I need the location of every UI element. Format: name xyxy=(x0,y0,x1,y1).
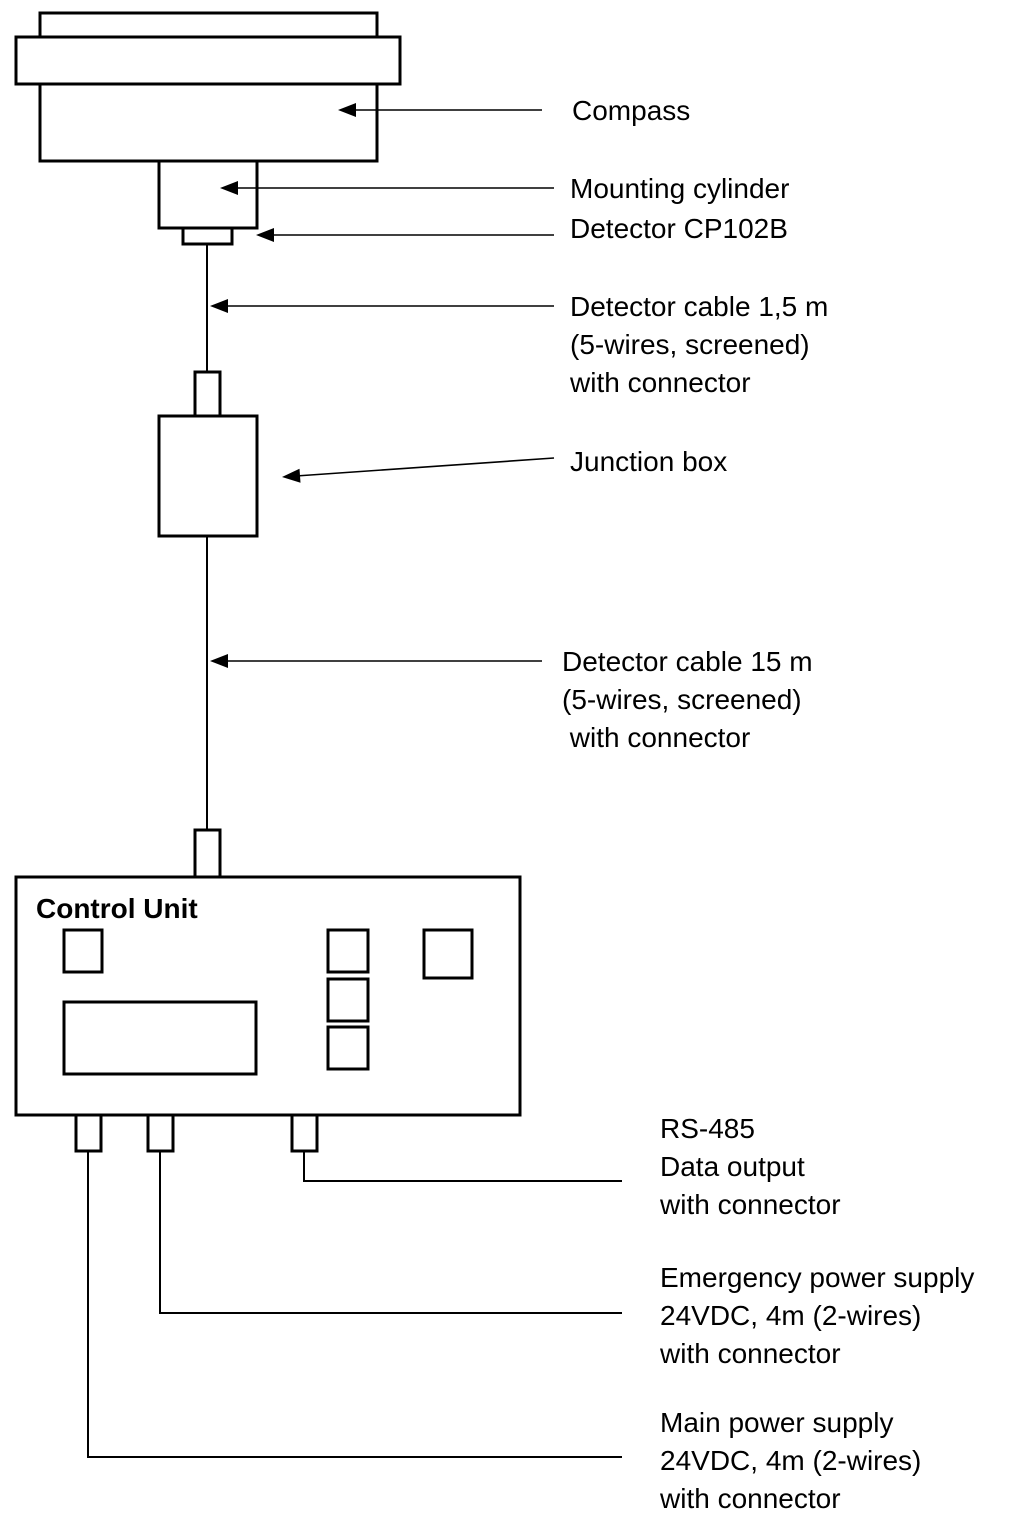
control-unit-button-left xyxy=(62,928,104,974)
detector-label: Detector CP102B xyxy=(570,213,788,244)
cable-connector-lower xyxy=(193,828,222,879)
control-unit-button-3 xyxy=(326,1025,370,1071)
detector-cable-long-label: Detector cable 15 m (5-wires, screened) … xyxy=(562,646,851,753)
detector-cable-short-line-2: (5-wires, screened) xyxy=(570,329,810,360)
compass-label: Compass xyxy=(572,95,690,126)
detector-cable-long-line-1: Detector cable 15 m xyxy=(562,646,813,677)
detector-cable-short-line-1: Detector cable 1,5 m xyxy=(570,291,828,322)
detector-cable-long-leader xyxy=(210,654,542,668)
rs485-wire xyxy=(303,1151,622,1182)
detector-cp102b xyxy=(181,226,234,246)
control-unit-button-right xyxy=(422,928,474,980)
control-unit xyxy=(14,875,522,1117)
detector-cable-short-leader xyxy=(210,299,554,313)
control-unit-title: Control Unit xyxy=(36,893,198,924)
detector-cable-long-line-3: with connector xyxy=(562,722,750,753)
mounting-cylinder xyxy=(157,159,259,230)
compass xyxy=(14,11,402,163)
rs485-connector xyxy=(290,1113,319,1153)
main-power-label: Main power supply 24VDC, 4m (2-wires) wi… xyxy=(659,1407,929,1514)
compass-leader xyxy=(338,103,542,117)
main-power-connector xyxy=(74,1113,103,1153)
mounting-cylinder-leader xyxy=(220,181,554,195)
rs485-label: RS-485 Data output with connector xyxy=(659,1113,841,1220)
detector-cable-short-label: Detector cable 1,5 m (5-wires, screened)… xyxy=(569,291,836,398)
cable-connector-upper xyxy=(193,370,222,418)
rs485-line-1: RS-485 xyxy=(660,1113,755,1144)
emergency-power-wire xyxy=(159,1151,622,1314)
emergency-power-label: Emergency power supply 24VDC, 4m (2-wire… xyxy=(659,1262,982,1369)
main-power-line-3: with connector xyxy=(659,1483,841,1514)
junction-box-leader xyxy=(282,457,555,483)
detector-cable-long-line-2: (5-wires, screened) xyxy=(562,684,802,715)
junction-box-label: Junction box xyxy=(570,446,727,477)
detector-leader xyxy=(256,228,554,242)
rs485-line-2: Data output xyxy=(660,1151,805,1182)
rs485-line-3: with connector xyxy=(659,1189,841,1220)
control-unit-button-2 xyxy=(326,977,370,1023)
main-power-wire xyxy=(87,1151,622,1458)
control-unit-display xyxy=(62,1000,258,1076)
mounting-cylinder-label: Mounting cylinder xyxy=(570,173,789,204)
detector-cable-short-line-3: with connector xyxy=(569,367,751,398)
control-unit-button-1 xyxy=(326,928,370,974)
main-power-line-1: Main power supply xyxy=(660,1407,893,1438)
junction-box xyxy=(157,414,259,538)
emergency-power-line-2: 24VDC, 4m (2-wires) xyxy=(660,1300,921,1331)
emergency-power-connector xyxy=(146,1113,175,1153)
main-power-line-2: 24VDC, 4m (2-wires) xyxy=(660,1445,921,1476)
emergency-power-line-3: with connector xyxy=(659,1338,841,1369)
emergency-power-line-1: Emergency power supply xyxy=(660,1262,974,1293)
